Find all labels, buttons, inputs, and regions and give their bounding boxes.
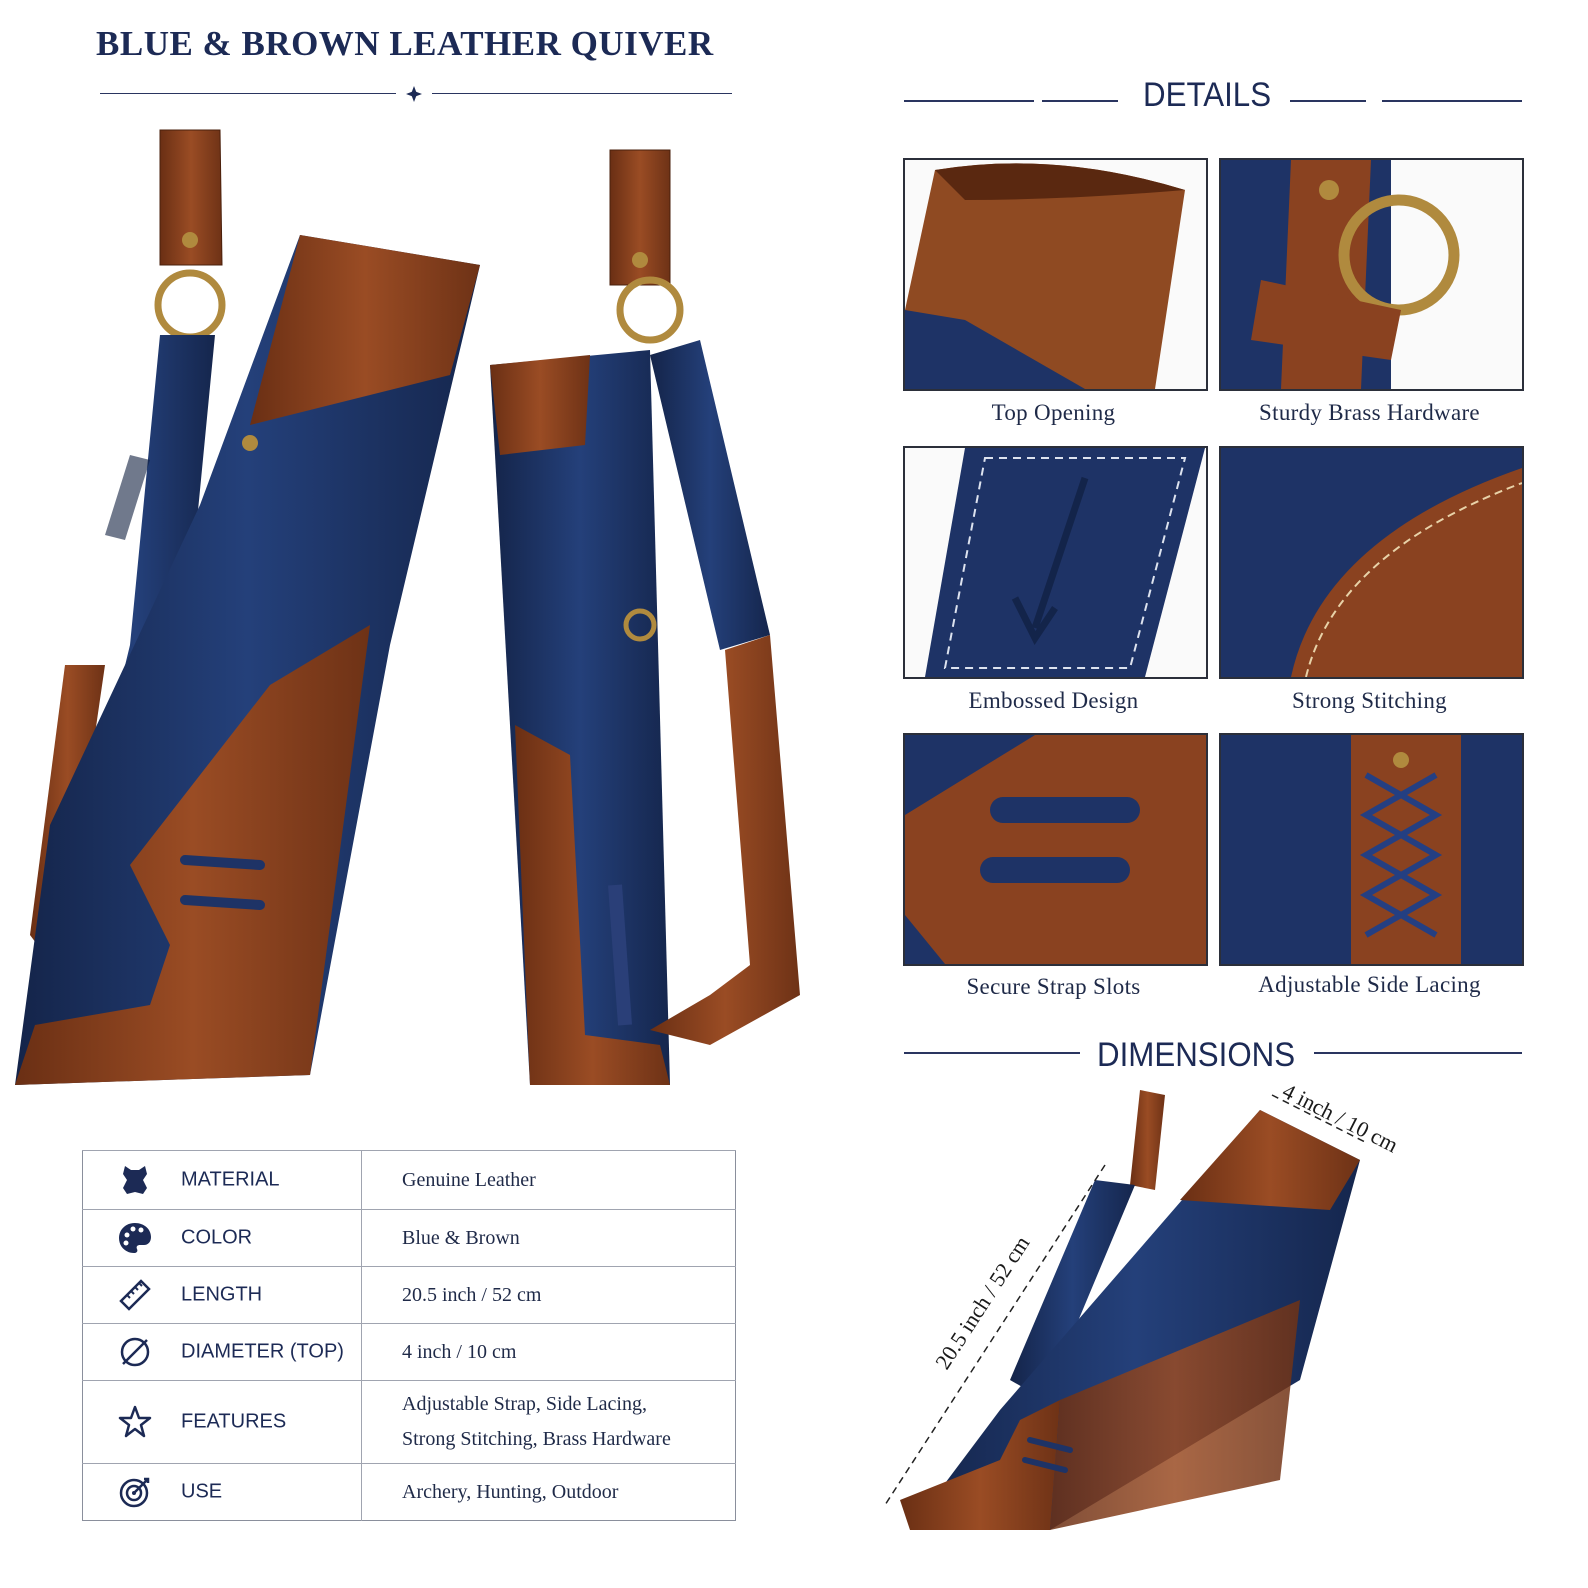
table-row: COLOR Blue & Brown bbox=[82, 1209, 736, 1267]
stitching-photo bbox=[1219, 446, 1524, 679]
ornament-icon bbox=[404, 84, 424, 104]
lacing-photo bbox=[1219, 733, 1524, 966]
spec-label-diameter: DIAMETER (TOP) bbox=[181, 1340, 344, 1363]
spec-value-diameter: 4 inch / 10 cm bbox=[361, 1323, 736, 1381]
detail-caption-lacing: Adjustable Side Lacing bbox=[1258, 972, 1481, 997]
quiver-main-illustration bbox=[10, 125, 810, 1115]
strap-slots-photo bbox=[903, 733, 1208, 966]
brass-ring-photo bbox=[1219, 158, 1524, 391]
detail-caption-stitching: Strong Stitching bbox=[1292, 688, 1447, 713]
spec-label-color: COLOR bbox=[181, 1226, 253, 1249]
spec-label-use: USE bbox=[181, 1480, 223, 1503]
spec-value-features-line2: Strong Stitching, Brass Hardware bbox=[402, 1428, 671, 1450]
spec-value-material: Genuine Leather bbox=[361, 1150, 736, 1210]
diameter-icon bbox=[120, 1337, 150, 1367]
details-rule-left-b bbox=[1042, 100, 1118, 102]
spec-label-material: MATERIAL bbox=[181, 1168, 280, 1191]
table-row: DIAMETER (TOP) 4 inch / 10 cm bbox=[82, 1323, 736, 1381]
title-rule-right bbox=[432, 93, 732, 94]
detail-caption-top-opening: Top Opening bbox=[991, 400, 1116, 425]
spec-table: MATERIAL Genuine Leather COLOR Blue & Br… bbox=[82, 1150, 736, 1521]
dimensions-rule-right bbox=[1314, 1052, 1522, 1054]
detail-caption-strap-slots: Secure Strap Slots bbox=[966, 974, 1141, 999]
table-row: LENGTH 20.5 inch / 52 cm bbox=[82, 1266, 736, 1324]
details-rule-right-a bbox=[1290, 100, 1366, 102]
target-icon bbox=[119, 1477, 150, 1508]
table-row: USE Archery, Hunting, Outdoor bbox=[82, 1463, 736, 1521]
details-rule-left-a bbox=[904, 100, 1034, 102]
table-row: MATERIAL Genuine Leather bbox=[82, 1150, 736, 1210]
dimensions-heading: DIMENSIONS bbox=[1097, 1036, 1296, 1074]
dimensions-illustration bbox=[880, 1080, 1440, 1560]
detail-caption-brass-hardware: Sturdy Brass Hardware bbox=[1259, 400, 1480, 425]
top-opening-photo bbox=[903, 158, 1208, 391]
palette-icon bbox=[119, 1223, 151, 1253]
table-row: FEATURES Adjustable Strap, Side Lacing, … bbox=[82, 1380, 736, 1464]
spec-value-length: 20.5 inch / 52 cm bbox=[361, 1266, 736, 1324]
spec-label-length: LENGTH bbox=[181, 1283, 263, 1306]
spec-value-features-line1: Adjustable Strap, Side Lacing, bbox=[402, 1393, 647, 1415]
leather-hide-icon bbox=[123, 1166, 147, 1194]
spec-value-color: Blue & Brown bbox=[361, 1209, 736, 1267]
page-title: BLUE & BROWN LEATHER QUIVER bbox=[96, 24, 714, 63]
arrow-emboss-photo bbox=[903, 446, 1208, 679]
title-rule-left bbox=[100, 93, 396, 94]
spec-value-use: Archery, Hunting, Outdoor bbox=[361, 1463, 736, 1521]
star-icon bbox=[118, 1405, 152, 1438]
detail-caption-embossed: Embossed Design bbox=[968, 688, 1139, 713]
dimensions-rule-left bbox=[904, 1052, 1080, 1054]
ruler-icon bbox=[119, 1279, 151, 1311]
details-rule-right-b bbox=[1382, 100, 1522, 102]
spec-label-features: FEATURES bbox=[181, 1410, 287, 1433]
details-heading: DETAILS bbox=[1143, 76, 1272, 114]
